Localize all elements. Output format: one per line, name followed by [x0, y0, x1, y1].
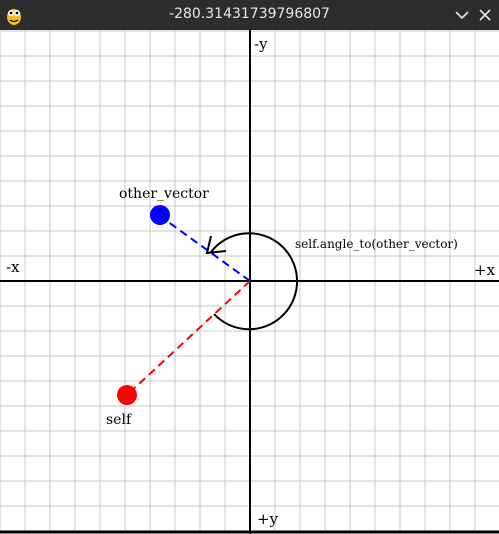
other-vector-point: [150, 205, 170, 225]
angle-label: self.angle_to(other_vector): [295, 237, 458, 251]
neg-y-label: -y: [254, 35, 268, 53]
pygame-snake-icon: [7, 9, 21, 25]
angle-arrowhead: [205, 235, 227, 255]
close-icon[interactable]: [475, 5, 495, 25]
self-point: [117, 385, 137, 405]
neg-x-label: -x: [6, 258, 20, 276]
pos-y-label: +y: [257, 510, 279, 528]
self-label: self: [106, 412, 133, 428]
other-vector-line: [159, 215, 251, 282]
pos-x-label: +x: [474, 261, 496, 279]
other-vector-label: other_vector: [119, 186, 209, 202]
drawing-canvas: -y +y -x +x other_vector self self.angle…: [0, 30, 499, 534]
angle-arc: [210, 232, 299, 331]
minimize-chevron-icon[interactable]: [452, 5, 472, 25]
title-bar: -280.31431739796807: [0, 0, 499, 30]
window-title: -280.31431739796807: [169, 6, 330, 22]
self-vector-line: [126, 280, 251, 396]
